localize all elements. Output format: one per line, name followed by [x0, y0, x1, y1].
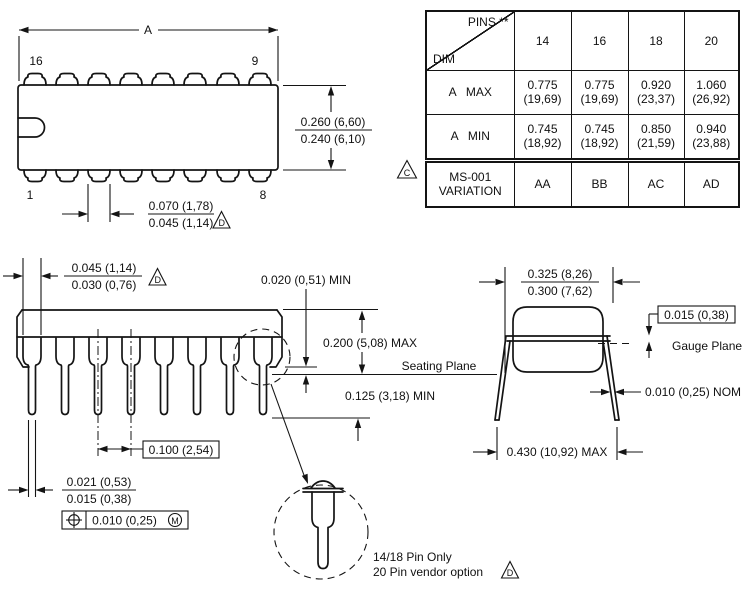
lead-thickness-value: 0.010 (0,25) NOM: [645, 385, 741, 399]
dim-standoff: 0.020 (0,51) MIN: [261, 273, 351, 393]
revision-triangle-d-letter: D: [154, 275, 161, 285]
table-row-a-min: A MIN 0.745(18,92) 0.745(18,92) 0.850(21…: [425, 113, 740, 161]
top-edge-leads: [23, 72, 272, 86]
end-view: 0.325 (8,26) 0.300 (7,62) 0.015 (0,38) G…: [473, 267, 742, 460]
dim-lead-below: 0.125 (3,18) MIN: [272, 389, 435, 441]
position-tolerance: 0.010 (0,25): [92, 514, 157, 528]
cell-a-max-18: 0.920(23,37): [627, 69, 685, 115]
height-value: 0.200 (5,08) MAX: [323, 336, 417, 350]
col-header-16: 16: [570, 10, 629, 71]
detail-leader-arrowhead: [301, 473, 308, 484]
revision-triangle-d-letter: D: [218, 218, 225, 228]
lead-base-max: 0.070 (1,78): [149, 199, 214, 213]
cell-a-min-18: 0.850(21,59): [627, 113, 685, 161]
pin-number-1: 1: [27, 188, 34, 202]
dim-lead-thickness: 0.010 (0,25) NOM: [590, 385, 741, 399]
pin-detail-lead: [311, 491, 335, 570]
cell-variation-20: AD: [683, 157, 740, 208]
dim-gauge-offset: 0.015 (0,38): [645, 305, 736, 358]
detail-view-circle: [273, 484, 369, 580]
gauge-offset-value: 0.015 (0,38): [664, 308, 729, 322]
revision-triangle-d: [500, 560, 520, 579]
dim-body-width: 0.260 (6,60) 0.240 (6,10): [283, 84, 372, 171]
col-header-18: 18: [627, 10, 685, 71]
body-width-min: 0.240 (6,10): [301, 132, 366, 146]
corner-dim-label: DIM: [433, 52, 455, 67]
cell-variation-14: AA: [513, 157, 572, 208]
col-header-14: 14: [513, 10, 572, 71]
lead-tip-min: 0.015 (0,38): [67, 492, 132, 506]
dim-overall-length: A: [18, 23, 279, 81]
dim-span: 0.430 (10,92) MAX: [473, 427, 643, 460]
end-view-leads: [494, 335, 620, 421]
pin-number-9: 9: [252, 54, 259, 68]
pin-detail-fillet: [310, 480, 336, 489]
pitch-box: [142, 440, 220, 459]
cell-variation-16: BB: [570, 157, 629, 208]
row-label-a-min: A MIN: [425, 113, 515, 161]
mmc-modifier-letter: M: [171, 516, 179, 526]
cell-a-min-20: 0.940(23,88): [683, 113, 740, 161]
cell-variation-18: AC: [627, 157, 685, 208]
dim-pitch: 0.100 (2,54): [98, 440, 220, 459]
span-max-value: 0.430 (10,92) MAX: [507, 445, 608, 459]
pin1-index-notch: [17, 117, 46, 138]
table-header-row: PINS ** DIM 14 16 18 20: [425, 10, 740, 71]
row-spacing-min: 0.300 (7,62): [528, 284, 593, 298]
dim-lead-tip: 0.021 (0,53) 0.015 (0,38): [8, 420, 136, 506]
dimension-table: PINS ** DIM 14 16 18 20 A MAX 0.775(19,6…: [425, 10, 740, 208]
cell-a-max-14: 0.775(19,69): [513, 69, 572, 115]
dim-height: 0.200 (5,08) MAX: [283, 308, 417, 374]
side-body-left-end: [16, 309, 30, 368]
package-body-top-view: [17, 84, 279, 171]
table-revision-flag: C: [396, 159, 418, 179]
end-view-body: [512, 306, 604, 373]
cell-a-max-20: 1.060(26,92): [683, 69, 740, 115]
pin-detail-view: 14/18 Pin Only 20 Pin vendor option D: [273, 480, 520, 580]
top-view: A 16 9 1 8 0.260 (6,60) 0.240 (6,10) 0.0…: [17, 23, 372, 230]
revision-triangle-d-letter: D: [507, 568, 514, 578]
detail-callout-circle: [233, 328, 291, 386]
shoulder-max: 0.045 (1,14): [72, 261, 137, 275]
side-body-right-end: [269, 309, 283, 368]
revision-triangle-d: [212, 210, 231, 229]
lead-below-value: 0.125 (3,18) MIN: [345, 389, 435, 403]
corner-pins-label: PINS **: [467, 15, 509, 29]
pin-number-8: 8: [260, 188, 267, 202]
row-spacing-max: 0.325 (8,26): [528, 267, 593, 281]
pitch-value: 0.100 (2,54): [149, 443, 214, 457]
col-header-20: 20: [683, 10, 740, 71]
standoff-value: 0.020 (0,51) MIN: [261, 273, 351, 287]
cell-a-min-16: 0.745(18,92): [570, 113, 629, 161]
dim-a-label: A: [144, 23, 152, 37]
table-row-a-max: A MAX 0.775(19,69) 0.775(19,69) 0.920(23…: [425, 69, 740, 115]
lead-tip-max: 0.021 (0,53): [67, 475, 132, 489]
cell-a-max-16: 0.775(19,69): [570, 69, 629, 115]
lead-base-min: 0.045 (1,14): [149, 216, 214, 230]
dim-lead-base-width: 0.070 (1,78) 0.045 (1,14) D: [62, 184, 231, 230]
side-view: 0.045 (1,14) 0.030 (0,76) D 0.020 (0,51)…: [3, 258, 497, 530]
bottom-edge-leads: [23, 169, 272, 183]
detail-leader-line: [270, 383, 306, 479]
detail-note-line2: 20 Pin vendor option: [373, 565, 483, 579]
body-width-max: 0.260 (6,60): [301, 115, 366, 129]
revision-triangle-d: [148, 267, 167, 286]
gauge-plane-label: Gauge Plane: [672, 339, 742, 353]
row-label-a-max: A MAX: [425, 69, 515, 115]
seating-plane-label: Seating Plane: [402, 359, 477, 373]
true-position-frame: 0.010 (0,25) M: [61, 510, 189, 530]
shoulder-min: 0.030 (0,76): [72, 278, 137, 292]
dim-shoulder-width: 0.045 (1,14) 0.030 (0,76) D: [3, 258, 167, 335]
dim-row-spacing: 0.325 (8,26) 0.300 (7,62): [479, 267, 640, 373]
pin-number-16: 16: [29, 54, 43, 68]
cell-a-min-14: 0.745(18,92): [513, 113, 572, 161]
mmc-modifier-icon: [167, 512, 183, 528]
detail-note-line1: 14/18 Pin Only: [373, 550, 452, 564]
revision-triangle-c-letter: C: [404, 168, 411, 178]
table-corner-cell: PINS ** DIM: [425, 10, 515, 71]
side-view-leads: [22, 337, 273, 416]
